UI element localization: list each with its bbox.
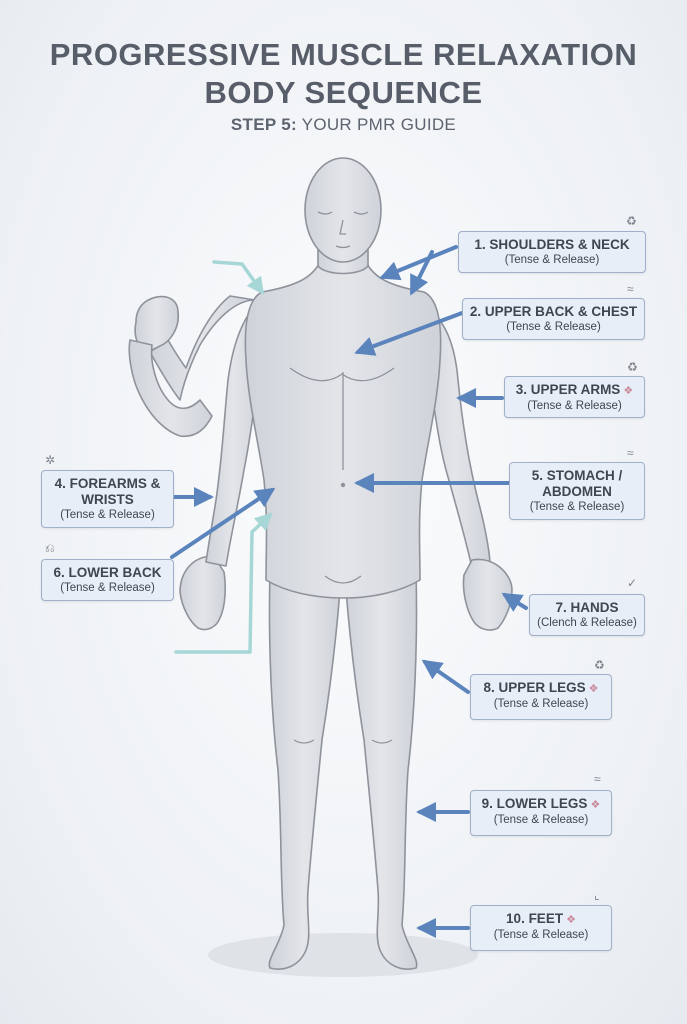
step-title: 3. UPPER ARMS❖ [515, 382, 634, 397]
step-instruction: (Tense & Release) [493, 698, 589, 710]
leg-flex-icon: ♻ [594, 658, 605, 672]
breath-icon: ≈ [627, 282, 634, 296]
muscle-icon: ❖ [588, 683, 599, 695]
navel [340, 482, 346, 488]
arrow-6 [170, 487, 276, 559]
step-label-lower-back: 6. LOWER BACK (Tense & Release) [41, 559, 174, 601]
subtitle-step: STEP 5: [230, 115, 297, 134]
body-details [289, 211, 395, 744]
step-label-forearms-wrists: 4. FOREARMS & WRISTS (Tense & Release) [41, 470, 174, 528]
relax-icon: ≈ [594, 772, 601, 786]
left-leg [268, 569, 341, 970]
step-instruction: (Tense & Release) [60, 582, 155, 594]
step-instruction: (Tense & Release) [493, 929, 589, 941]
breath-icon: ≈ [627, 446, 634, 460]
step-label-hands: 7. HANDS (Clench & Release) [529, 594, 645, 636]
step-instruction: (Clench & Release) [537, 617, 637, 629]
floor-shadow [208, 933, 478, 977]
step-label-feet: 10. FEET❖ (Tense & Release) [470, 905, 612, 951]
step-title: 10. FEET❖ [506, 911, 576, 926]
human-figure [128, 157, 513, 970]
step-instruction: (Tense & Release) [527, 400, 622, 412]
right-hand [462, 558, 513, 631]
step-label-upper-back-chest: 2. UPPER BACK & CHEST (Tense & Release) [462, 298, 645, 340]
head [304, 157, 382, 263]
wrist-icon: ✲ [45, 453, 56, 467]
arm-flex-icon: ♻ [627, 360, 638, 374]
raised-arm [149, 295, 256, 401]
step-instruction: (Tense & Release) [60, 509, 155, 521]
title-line-1: PROGRESSIVE MUSCLE RELAXATION [49, 37, 638, 72]
teal-arrow-bottom [174, 512, 273, 654]
subtitle-text: YOUR PMR GUIDE [296, 115, 457, 134]
muscle-icon: ❖ [623, 385, 634, 397]
step-instruction: (Tense & Release) [493, 814, 589, 826]
step-title: 8. UPPER LEGS❖ [483, 680, 599, 695]
page-title: PROGRESSIVE MUSCLE RELAXATION BODY SEQUE… [0, 36, 687, 112]
teal-arrow-top [212, 260, 265, 295]
right-leg [345, 569, 418, 970]
arrow-1a [379, 245, 458, 281]
step-label-stomach-abdomen: 5. STOMACH / ABDOMEN (Tense & Release) [509, 462, 645, 520]
step-label-lower-legs: 9. LOWER LEGS❖ (Tense & Release) [470, 790, 612, 836]
muscle-icon: ❖ [590, 799, 601, 811]
step-title: 9. LOWER LEGS❖ [481, 796, 601, 811]
title-line-2: BODY SEQUENCE [204, 75, 483, 110]
thumbs-up-icon: ✓ [627, 576, 638, 590]
step-instruction: (Tense & Release) [529, 501, 625, 513]
step-title: 1. SHOULDERS & NECK [474, 237, 630, 252]
page-subtitle: STEP 5: YOUR PMR GUIDE [0, 115, 687, 135]
foot-icon: ⌞ [594, 888, 600, 902]
step-title: 4. FOREARMS & WRISTS [54, 476, 161, 507]
step-title: 2. UPPER BACK & CHEST [469, 304, 638, 319]
arrow-8 [421, 659, 470, 694]
step-title: 6. LOWER BACK [53, 565, 162, 580]
arrow-7 [501, 592, 528, 612]
arrow-1b [410, 250, 434, 296]
step-label-upper-legs: 8. UPPER LEGS❖ (Tense & Release) [470, 674, 612, 720]
spine-icon: ⎌ [45, 541, 55, 555]
step-title: 7. HANDS [555, 600, 619, 615]
raised-fist [134, 295, 180, 353]
step-label-upper-arms: 3. UPPER ARMS❖ (Tense & Release) [504, 376, 645, 418]
arrow-2 [354, 311, 464, 356]
left-hand [179, 555, 226, 631]
step-instruction: (Tense & Release) [504, 254, 600, 266]
muscle-icon: ❖ [566, 914, 576, 926]
arm-flex-icon: ♻ [626, 214, 637, 228]
step-label-shoulders-neck: 1. SHOULDERS & NECK (Tense & Release) [458, 231, 646, 273]
step-instruction: (Tense & Release) [506, 321, 601, 333]
step-title: 5. STOMACH / ABDOMEN [531, 468, 623, 499]
